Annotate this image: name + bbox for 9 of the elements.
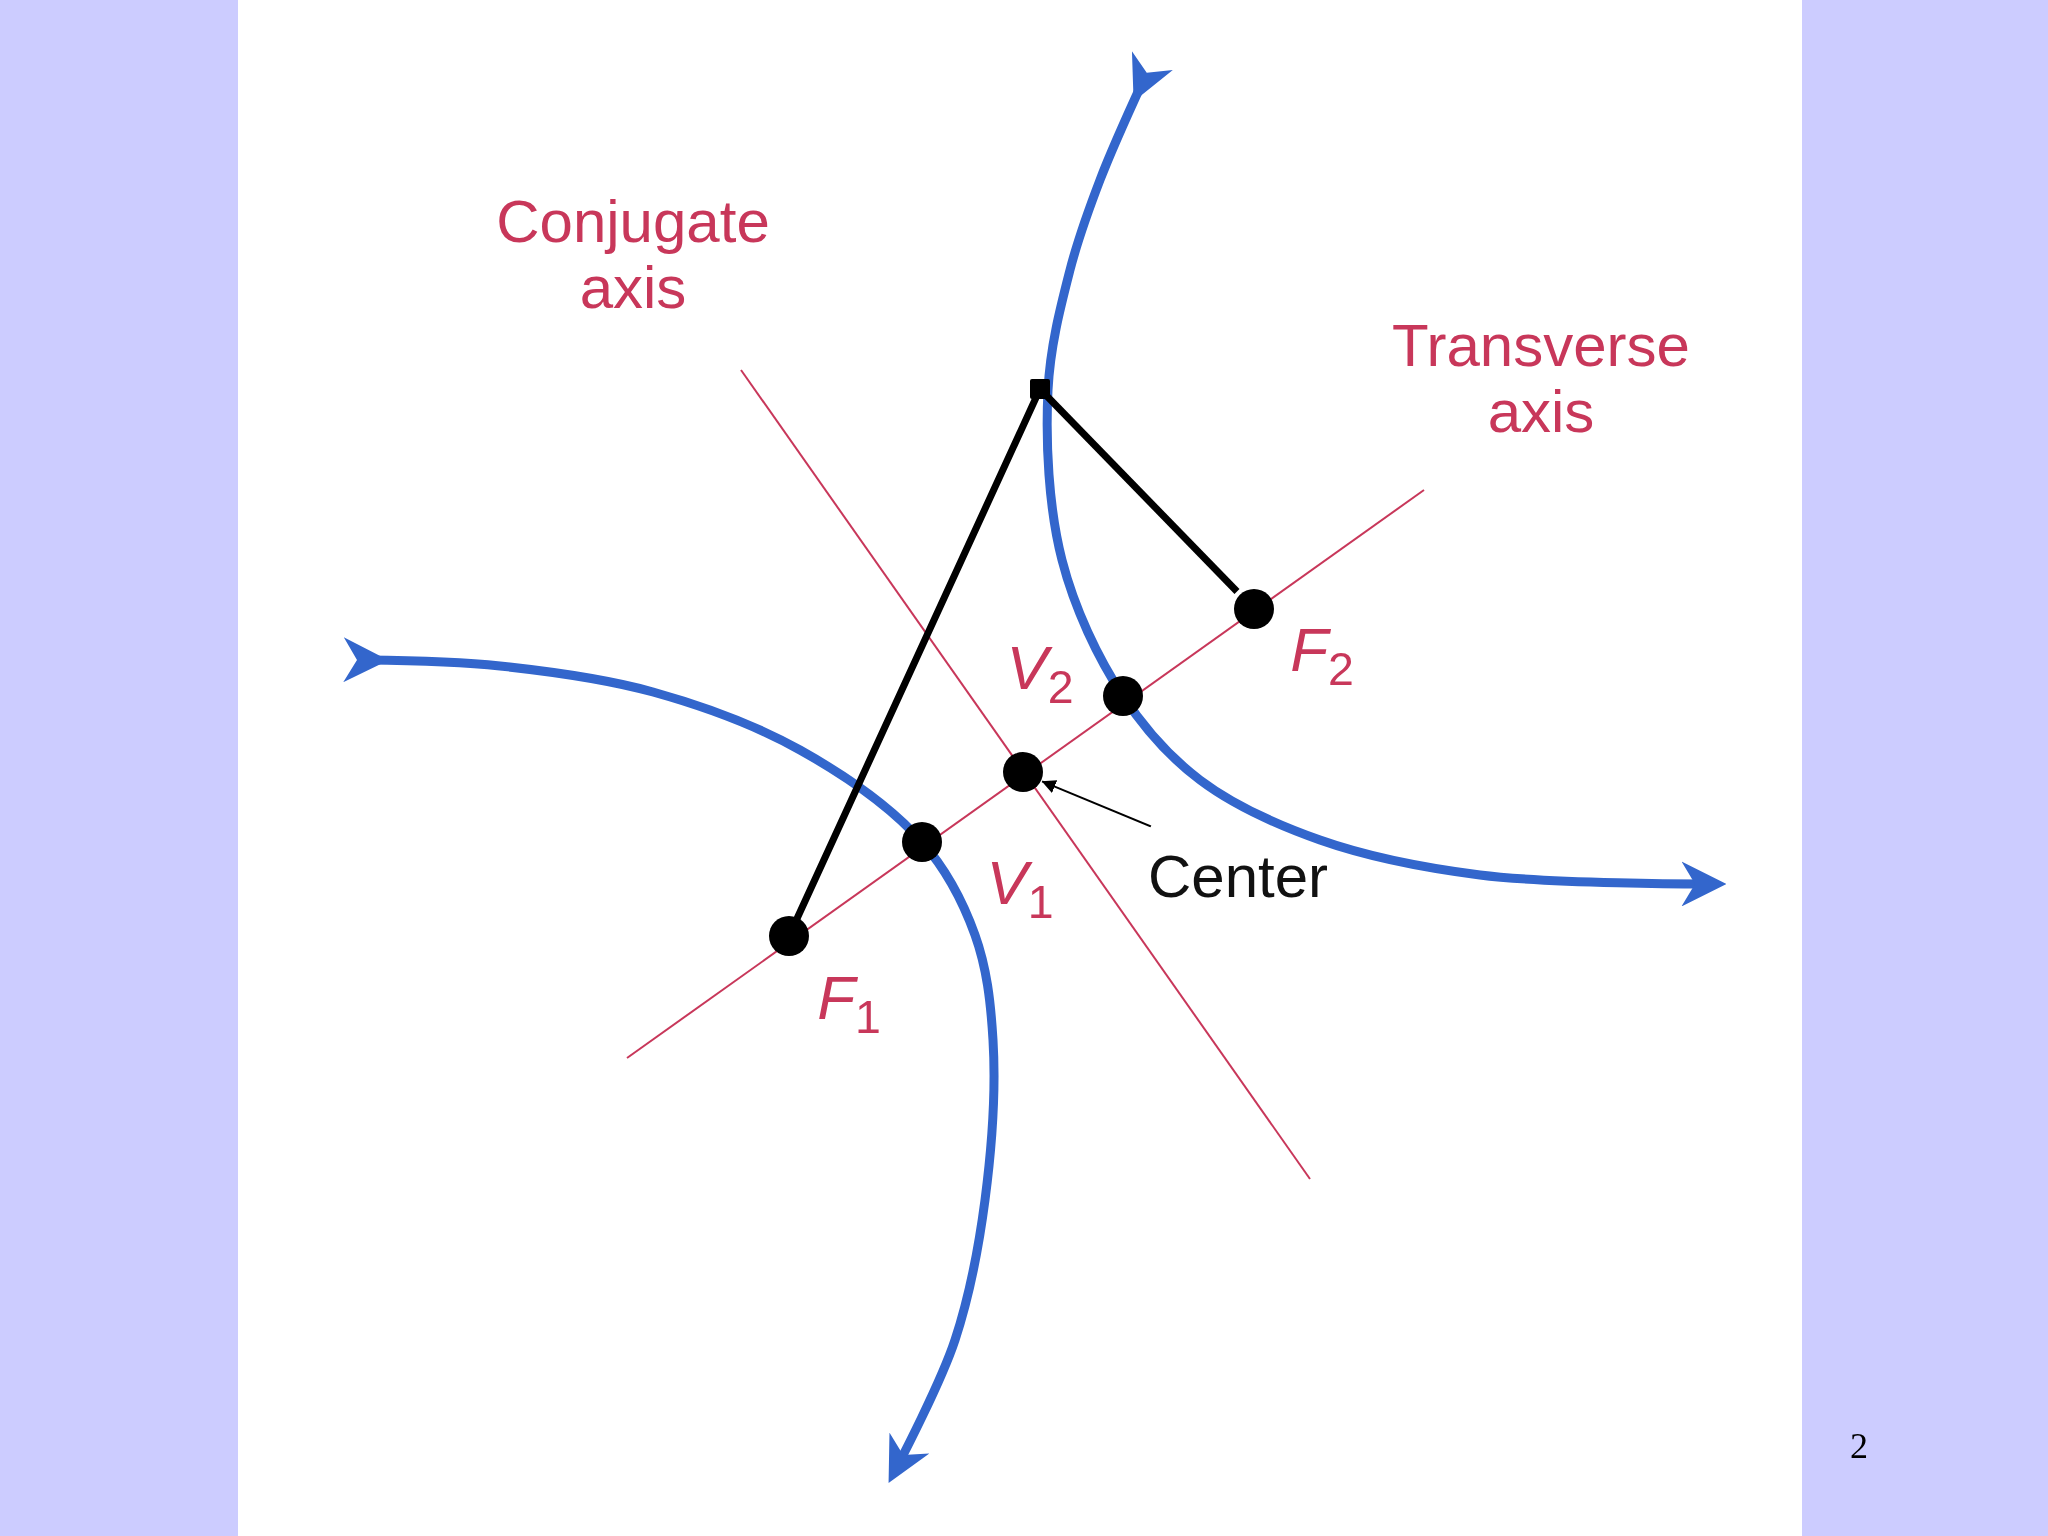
axis-label: Transverse axis bbox=[1371, 313, 1711, 445]
point-label: F$_{1}$ bbox=[817, 962, 881, 1044]
point-label: F$_{2}$ bbox=[1290, 614, 1354, 696]
point-label: V$_{2}$ bbox=[1006, 632, 1074, 714]
point-marker bbox=[1030, 379, 1050, 399]
axis-label: Conjugate axis bbox=[463, 189, 803, 321]
point-label: V$_{1}$ bbox=[986, 847, 1054, 929]
center-label: Center bbox=[1068, 844, 1408, 910]
page-number: 2 bbox=[1850, 1425, 1868, 1467]
